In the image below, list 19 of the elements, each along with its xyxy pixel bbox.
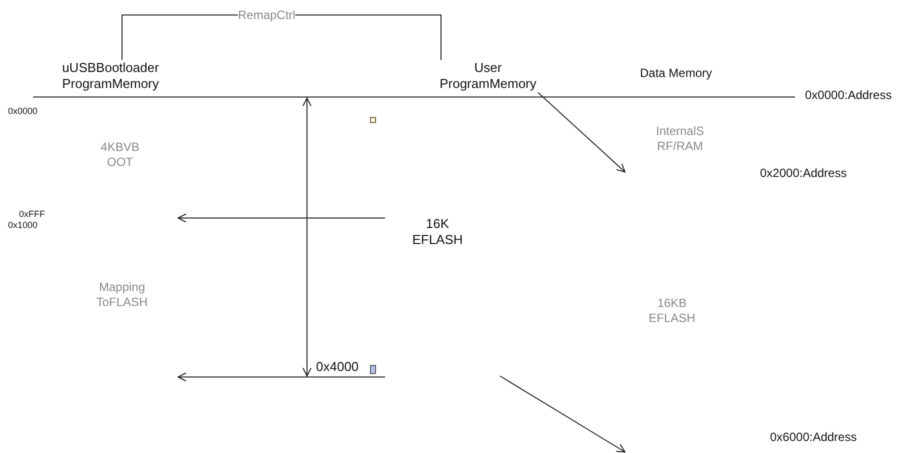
region-label: 4KBVB OOT xyxy=(100,140,140,170)
arrow xyxy=(538,92,626,172)
memory-heading: User ProgramMemory xyxy=(438,60,538,92)
address-label: 0x6000:Address xyxy=(770,430,857,445)
address-label: 0x0000 xyxy=(8,106,38,118)
address-label: 0x2000:Address xyxy=(760,166,847,181)
address-label: 0xFFF xyxy=(19,209,45,220)
memory-heading: uUSBBootloader ProgramMemory xyxy=(48,60,173,92)
bracket-line xyxy=(294,14,442,60)
region-label: 16KB EFLASH xyxy=(648,296,696,326)
address-label: 0x0000:Address xyxy=(805,88,892,103)
address-label: 0x4000 xyxy=(316,359,359,376)
address-label: 0x1000 xyxy=(8,220,38,232)
region-label: InternalS RF/RAM xyxy=(654,124,706,154)
memory-heading: Data Memory xyxy=(640,66,712,81)
bracket-line xyxy=(122,14,238,60)
region-label: Mapping ToFLASH xyxy=(95,280,149,310)
region-label: 16K EFLASH xyxy=(411,216,464,248)
control-label: RemapCtrl xyxy=(238,8,296,23)
